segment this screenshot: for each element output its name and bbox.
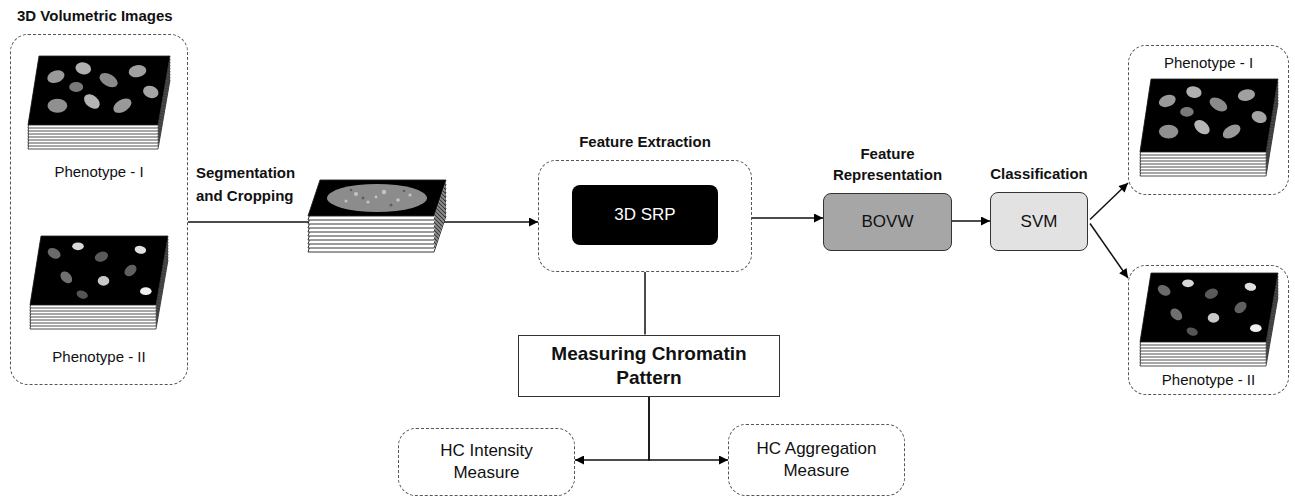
node-text: BOVW: [862, 212, 914, 232]
drawing-part: [134, 245, 147, 255]
connector-arrow: [649, 397, 728, 461]
output-group: Phenotype - II: [1128, 265, 1289, 395]
node-text: Phenotype - II: [1129, 371, 1288, 388]
drawing-part: [1140, 79, 1278, 152]
connector-arrow: [575, 397, 649, 461]
drawing-part: [1250, 324, 1262, 332]
drawing-part: [48, 99, 68, 113]
drawing-part: [1203, 287, 1219, 301]
drawing-part: [1207, 95, 1230, 115]
drawing-part: [45, 68, 66, 85]
node-text: Measuring Chromatin Pattern: [542, 342, 757, 390]
drawing-part: [350, 189, 406, 207]
drawing-part: [98, 276, 110, 286]
drawing-part: [111, 96, 134, 116]
drawing-part: [69, 82, 83, 92]
drawing-part: [390, 204, 393, 207]
drawing-part: [1185, 326, 1199, 337]
node-text: Feature Extraction: [579, 131, 711, 153]
node-text: 3D Volumetric Images: [17, 7, 173, 24]
drawing-part: [97, 70, 120, 90]
drawing-part: [46, 246, 63, 261]
image-stack: Phenotype - II: [23, 231, 175, 371]
measure-box: HC Intensity Measure: [398, 428, 575, 496]
drawing-part: [1140, 273, 1278, 342]
drawing-part: [1180, 107, 1194, 117]
drawing-part: [1232, 299, 1249, 315]
drawing-part: [1220, 122, 1243, 142]
drawing-part: [81, 91, 102, 112]
process-box: Feature RepresentationBOVW: [823, 193, 952, 251]
connector-arrow: [1090, 224, 1128, 279]
drawing-part: [72, 242, 84, 250]
drawing-part: [396, 198, 400, 202]
image-stack: Phenotype - I: [23, 51, 175, 186]
drawing-part: [28, 56, 170, 125]
node-text: SVM: [1021, 212, 1058, 232]
drawing-part: [403, 190, 406, 193]
drawing-part: [362, 197, 365, 200]
drawing-part: [128, 64, 148, 79]
drawing-part: [1192, 117, 1213, 137]
drawing-part: [122, 262, 139, 278]
connector-arrow: [1090, 183, 1128, 220]
drawing-part: [1244, 282, 1257, 292]
drawing-part: [140, 287, 152, 295]
drawing-part: [30, 236, 168, 305]
drawing-part: [1156, 283, 1173, 298]
drawing-part: [327, 184, 427, 212]
drawing-part: [1182, 279, 1194, 287]
drawing-part: [93, 250, 109, 264]
feature-extraction-group: Feature Extraction3D SRP: [538, 160, 752, 272]
drawing-part: [345, 200, 348, 203]
node-text: Classification: [990, 163, 1088, 185]
image-group: 3D Volumetric ImagesPhenotype - IPhenoty…: [10, 34, 188, 385]
output-group: Phenotype - I: [1128, 45, 1289, 195]
node-text: 3D SRP: [614, 205, 675, 225]
connector-arrow: [752, 217, 823, 219]
connector-arrow: [644, 272, 646, 335]
measure-box: HC Aggregation Measure: [728, 424, 905, 496]
cropped-nucleus-stack: [306, 178, 448, 258]
drawing-part: [382, 190, 386, 194]
image-stack-illustration: [29, 235, 169, 331]
drawing-part: [1168, 306, 1184, 322]
node-text: HC Intensity Measure: [414, 440, 559, 484]
connector-arrow: [952, 220, 990, 222]
process-box: 3D SRP: [572, 185, 718, 245]
drawing-part: [141, 84, 160, 101]
drawing-part: [1185, 85, 1202, 99]
image-stack-illustration: [1139, 78, 1279, 178]
node-text: Phenotype - I: [23, 163, 175, 180]
drawing-part: [75, 289, 89, 300]
process-box: ClassificationSVM: [990, 192, 1088, 251]
drawing-part: [345, 190, 412, 204]
drawing-part: [375, 196, 378, 199]
node-text: HC Aggregation Measure: [744, 438, 889, 482]
drawing-part: [1208, 313, 1220, 323]
node-text: Feature Representation: [813, 143, 963, 187]
drawing-part: [1157, 92, 1177, 109]
image-stack-illustration: [27, 55, 171, 151]
drawing-part: [58, 269, 74, 285]
node-text: Phenotype - I: [1129, 54, 1288, 71]
process-box: Measuring Chromatin Pattern: [518, 335, 780, 397]
drawing-part: [366, 200, 369, 203]
drawing-part: [350, 189, 352, 191]
drawing-part: [1250, 109, 1268, 125]
drawing-part: [74, 61, 92, 76]
drawing-part: [1237, 88, 1256, 102]
drawing-part: [1159, 125, 1178, 139]
drawing-part: [354, 192, 358, 196]
image-stack-illustration: [1139, 272, 1279, 368]
drawing-part: [408, 193, 411, 196]
drawing-part: [308, 180, 446, 216]
node-text: Phenotype - II: [23, 348, 175, 365]
edge-label: Segmentation and Cropping: [196, 162, 308, 207]
